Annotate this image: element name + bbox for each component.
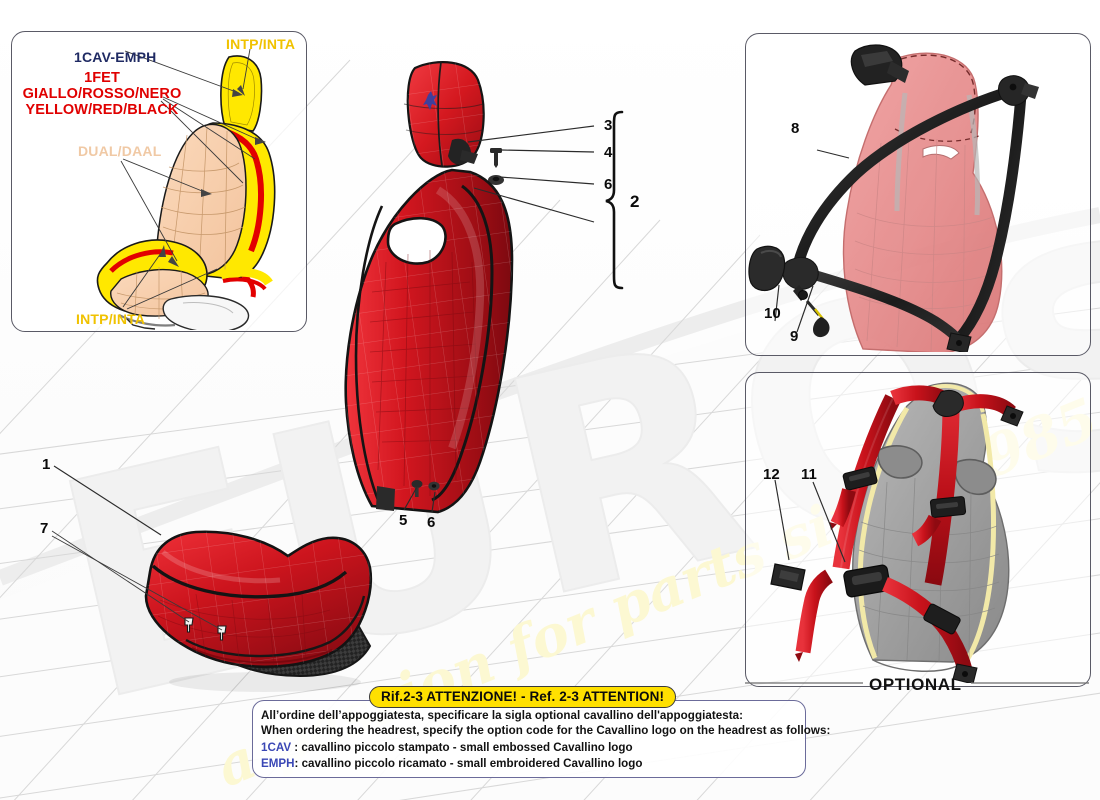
note-code-1cav-desc: cavallino piccolo stampato - small embos… [301, 741, 633, 754]
legend-label-intp-inta-top: INTP/INTA [226, 36, 296, 52]
seat-back-washer-part [428, 481, 440, 491]
note-line-english: When ordering the headrest, specify the … [261, 724, 831, 737]
note-code-emph-desc: cavallino piccolo ricamato - small embro… [301, 757, 643, 770]
callout-5: 5 [399, 512, 408, 529]
note-box [252, 700, 806, 778]
legend-label-1fet-english: YELLOW/RED/BLACK [25, 102, 179, 119]
legend-label-intp-inta-bottom: INTP/INTA [76, 311, 146, 327]
headrest-part [403, 61, 485, 168]
callout-4: 4 [604, 144, 613, 161]
legend-seat-artwork [96, 48, 276, 330]
callout-12: 12 [763, 466, 780, 483]
seat-cushion-part [144, 530, 373, 692]
note-code-emph: EMPH: cavallino piccolo ricamato - small… [261, 757, 642, 770]
legend-label-1fet-italian: GIALLO/ROSSO/NERO [22, 86, 182, 103]
callout-6-headrest: 6 [604, 176, 613, 193]
callout-3: 3 [604, 117, 613, 134]
headrest-screw-part [490, 148, 502, 168]
legend-label-dual-daal: DUAL/DAAL [78, 143, 162, 159]
callout-11: 11 [801, 466, 817, 483]
note-code-1cav: 1CAV : cavallino piccolo stampato - smal… [261, 741, 633, 754]
seat-back-cover-part [344, 138, 514, 514]
note-line-italian: All’ordine dell’appoggiatesta, specifica… [261, 709, 744, 722]
note-title-badge: Rif.2-3 ATTENZIONE! - Ref. 2-3 ATTENTION… [369, 686, 677, 708]
leader-lines-main [51, 110, 624, 631]
callout-2: 2 [630, 192, 640, 211]
callout-1: 1 [42, 456, 51, 473]
racing-harness-artwork [770, 382, 1024, 683]
note-code-emph-code: EMPH [261, 757, 295, 770]
legend-label-1fet: 1FET GIALLO/ROSSO/NERO YELLOW/RED/BLACK [14, 70, 190, 119]
note-code-1cav-code: 1CAV [261, 741, 292, 754]
callout-8: 8 [791, 120, 800, 137]
optional-caption: OPTIONAL [869, 675, 962, 694]
legend-leader-lines [120, 48, 266, 310]
legend-label-1fet-code: 1FET [84, 70, 120, 86]
seat-belt-artwork [748, 44, 1039, 352]
callout-9: 9 [790, 328, 799, 345]
callout-6-seat: 6 [427, 514, 436, 531]
note-code-emph-sep: : [294, 757, 302, 770]
note-code-1cav-sep: : [291, 741, 302, 754]
legend-label-1cav-emph: 1CAV-EMPH [74, 49, 157, 65]
callout-10: 10 [764, 305, 781, 322]
seat-back-screw-part [411, 480, 423, 497]
optional-caption-rules [745, 682, 1089, 684]
callout-7: 7 [40, 520, 49, 537]
